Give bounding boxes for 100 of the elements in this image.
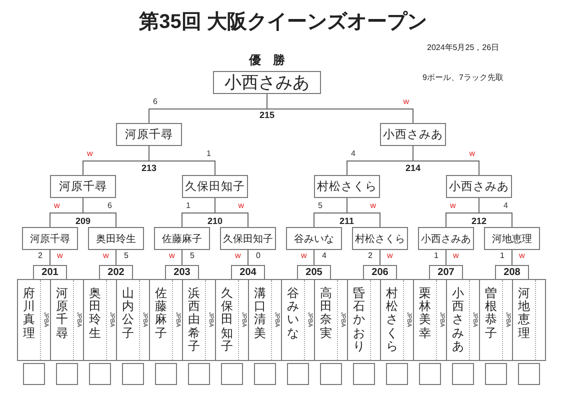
player-name: 溝口清美 xyxy=(254,287,266,340)
score-label: 4 xyxy=(351,150,356,158)
player-name-box xyxy=(50,175,116,198)
player-name: 浜西由希子 xyxy=(188,287,200,353)
score-label: w xyxy=(87,150,93,158)
player-name: 河原千尋 xyxy=(56,287,68,340)
score-label: 5 xyxy=(124,252,128,260)
player-name: 小西さみあ xyxy=(224,72,310,94)
match-number: 203 xyxy=(174,267,190,278)
rule-text: 9ボール、7ラック先取 xyxy=(422,74,504,82)
player-entry-box xyxy=(83,279,117,361)
score-label: 5 xyxy=(190,252,194,260)
date-text: 2024年5月25，26日 xyxy=(427,44,500,52)
empty-box xyxy=(419,363,441,385)
match-number: 209 xyxy=(76,217,91,226)
player-name-box xyxy=(88,227,144,250)
bracket-line xyxy=(214,198,248,228)
match-number: 205 xyxy=(306,267,322,278)
match-number-box xyxy=(165,265,199,280)
empty-box xyxy=(485,363,507,385)
match-number-box xyxy=(495,265,529,280)
player-name: 小西さみあ xyxy=(449,180,509,194)
score-label: w xyxy=(57,252,63,260)
score-label: w xyxy=(519,252,525,260)
player-name: 久保田知子 xyxy=(221,287,233,353)
score-label: 5 xyxy=(318,202,322,210)
empty-box xyxy=(287,363,309,385)
score-label: 1 xyxy=(434,252,438,260)
score-label: w xyxy=(169,252,175,260)
score-label: w xyxy=(453,252,459,260)
player-entry-box xyxy=(50,279,84,361)
player-entry-box xyxy=(380,279,414,361)
player-name: 高田奈実 xyxy=(320,287,332,340)
match-number: 213 xyxy=(142,164,157,173)
player-name: 佐藤麻子 xyxy=(155,287,167,340)
match-number: 204 xyxy=(240,267,256,278)
player-name: 谷みいな xyxy=(287,287,299,340)
score-label: w xyxy=(301,252,307,260)
empty-box xyxy=(353,363,375,385)
bracket-line xyxy=(346,198,380,228)
empty-box xyxy=(221,363,243,385)
empty-box xyxy=(320,363,342,385)
score-label: w xyxy=(238,202,244,210)
player-name: 小西さみあ xyxy=(452,287,464,353)
title: 第35回 大阪クイーンズオープン xyxy=(138,12,428,32)
empty-box xyxy=(155,363,177,385)
heading: 優 勝 xyxy=(248,54,286,66)
player-entry-box xyxy=(248,279,282,361)
player-entry-box xyxy=(413,279,447,361)
bracket-line xyxy=(266,94,414,124)
score-label: w xyxy=(235,252,241,260)
player-name: 河地恵理 xyxy=(518,287,530,340)
match-number: 206 xyxy=(372,267,388,278)
player-name-box xyxy=(22,227,78,250)
score-label: w xyxy=(387,252,393,260)
score-label: 1 xyxy=(500,252,504,260)
player-name-box xyxy=(220,227,276,250)
score-label: 2 xyxy=(368,252,372,260)
player-name: 村松さくら xyxy=(386,287,398,353)
player-entry-box xyxy=(281,279,315,361)
player-name-box xyxy=(154,227,210,250)
player-name-box xyxy=(352,227,408,250)
player-name-box xyxy=(116,123,182,146)
bracket-line xyxy=(412,146,480,176)
player-entry-box xyxy=(347,279,381,361)
score-label: w xyxy=(54,202,60,210)
match-number: 211 xyxy=(340,217,354,226)
player-name: 昏石かおり xyxy=(353,287,365,353)
bracket-line xyxy=(82,198,116,228)
player-name: 久保田知子 xyxy=(185,180,245,194)
score-label: w xyxy=(469,150,475,158)
empty-box xyxy=(452,363,474,385)
score-label: 1 xyxy=(206,150,211,158)
score-label: w xyxy=(370,202,376,210)
player-entry-box xyxy=(446,279,480,361)
player-entry-box xyxy=(512,279,546,361)
player-name: 山内公子 xyxy=(122,287,134,340)
match-number-box xyxy=(363,265,397,280)
player-entry-box xyxy=(116,279,150,361)
empty-box xyxy=(518,363,540,385)
score-label: 2 xyxy=(38,252,42,260)
player-name-box xyxy=(418,227,474,250)
match-number-box xyxy=(99,265,133,280)
score-label: w xyxy=(103,252,109,260)
player-name-box xyxy=(446,175,512,198)
player-name: 河原千尋 xyxy=(30,232,70,246)
match-number-box xyxy=(297,265,331,280)
match-number: 214 xyxy=(406,164,421,173)
player-name-box xyxy=(182,175,248,198)
score-label: 4 xyxy=(504,202,508,210)
score-label: 6 xyxy=(108,202,112,210)
player-name-box xyxy=(484,227,540,250)
player-name: 久保田知子 xyxy=(223,232,273,246)
empty-box xyxy=(56,363,78,385)
player-entry-box xyxy=(215,279,249,361)
empty-box xyxy=(386,363,408,385)
match-number-box xyxy=(429,265,463,280)
player-entry-box xyxy=(314,279,348,361)
player-entry-box xyxy=(17,279,51,361)
player-entry-box xyxy=(479,279,513,361)
